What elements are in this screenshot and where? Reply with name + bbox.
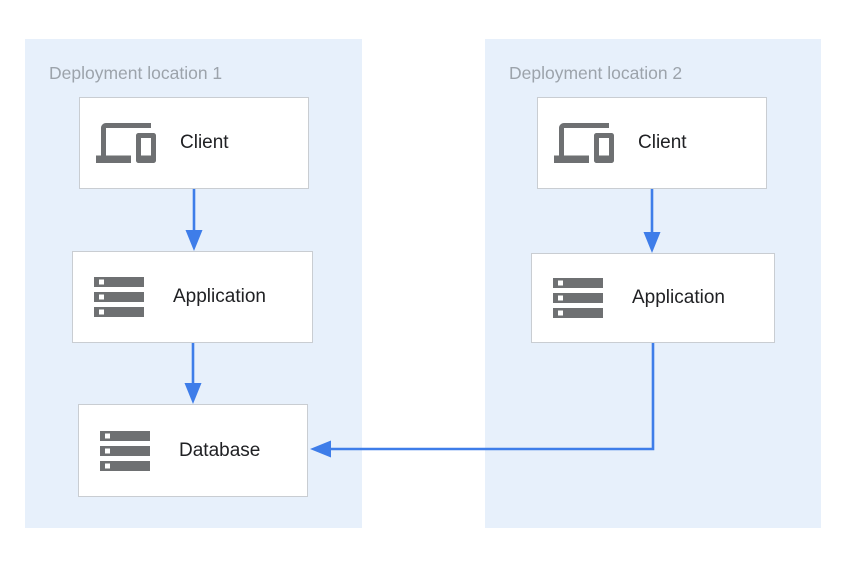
node-client-2: Client [537,97,767,189]
devices-icon [554,113,614,173]
node-label: Client [180,132,229,153]
node-label: Client [638,132,687,153]
node-label: Application [173,286,266,307]
node-client-1: Client [79,97,309,189]
node-application-2: Application [531,253,775,343]
server-stack-icon [548,268,608,328]
server-stack-icon [95,421,155,481]
node-database-1: Database [78,404,308,497]
node-label: Database [179,439,261,461]
panel-title-location-2: Deployment location 2 [509,63,683,83]
devices-icon [96,113,156,173]
panel-title-location-1: Deployment location 1 [49,63,223,83]
node-application-1: Application [72,251,313,343]
node-label: Application [632,287,725,308]
server-stack-icon [89,267,149,327]
